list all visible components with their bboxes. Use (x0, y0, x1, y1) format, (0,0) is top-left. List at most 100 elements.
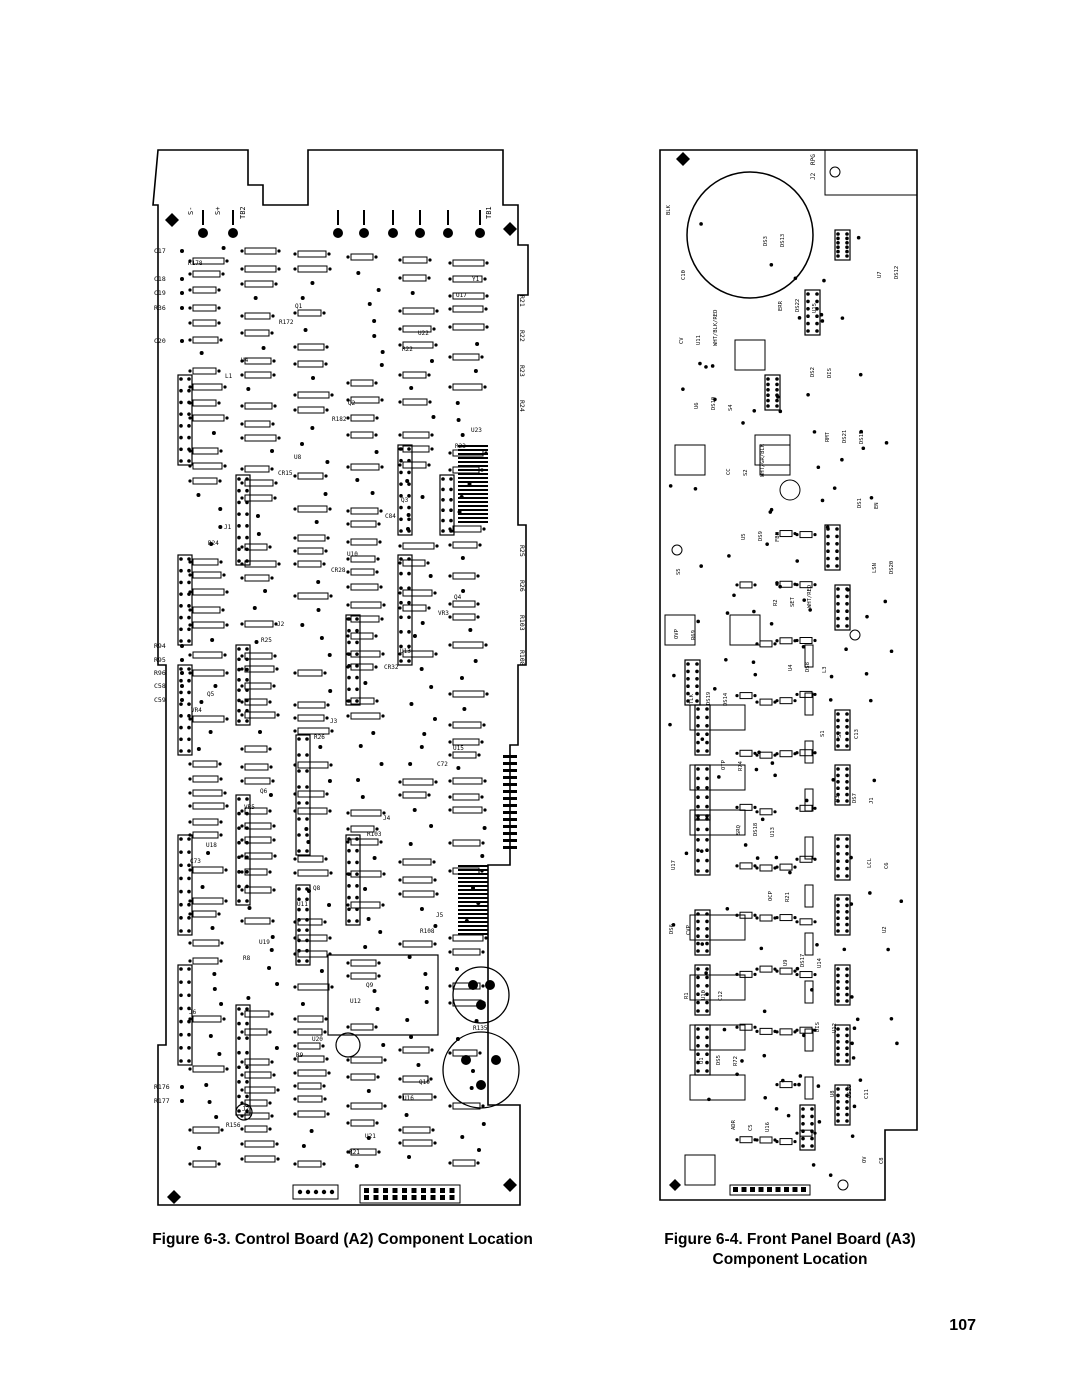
component-outline (297, 343, 325, 351)
solder-pad (273, 854, 277, 858)
solder-pad (325, 408, 329, 412)
figure-caption-control-board: Figure 6-3. Control Board (A2) Component… (152, 1231, 533, 1248)
ic-outline (177, 554, 193, 646)
solder-pad (410, 291, 415, 295)
component-outline (350, 463, 380, 471)
solder-pad (240, 1127, 244, 1131)
ic-pin (237, 1036, 241, 1040)
silkscreen-label: DS10 (711, 397, 717, 410)
solder-pad (257, 730, 262, 734)
ic-pin (705, 715, 709, 720)
ic-pin (836, 744, 840, 748)
solder-pad (798, 1074, 803, 1078)
silkscreen-label: U17 (671, 860, 677, 870)
ic-pin (407, 630, 411, 634)
solder-pad (271, 919, 275, 923)
solder-pad (456, 418, 461, 422)
solder-pad (240, 1012, 244, 1016)
ic-pin (245, 884, 249, 889)
solder-pad (188, 653, 192, 657)
ic-pin (836, 712, 840, 716)
ic-outline (295, 884, 311, 966)
solder-pad (380, 617, 384, 621)
ic-outline (439, 474, 455, 536)
ic-pin (179, 916, 183, 920)
solder-pad (722, 1027, 727, 1032)
solder-pad (462, 707, 467, 711)
solder-pad (816, 465, 821, 470)
silkscreen-label: C20 (154, 337, 166, 345)
solder-pad (314, 520, 319, 524)
solder-pad (240, 282, 244, 286)
ic-pin (297, 948, 301, 953)
silkscreen-label: J6 (189, 1009, 197, 1016)
solder-pad (220, 1128, 224, 1132)
component-outline (244, 763, 269, 771)
solder-pad (225, 671, 229, 675)
solder-pad (240, 1142, 244, 1146)
ic-pin (347, 837, 351, 841)
solder-pad (699, 564, 703, 568)
solder-pad (196, 747, 201, 751)
solder-pad (240, 838, 244, 842)
silkscreen-label: C5 (748, 1124, 754, 1131)
solder-pad (324, 549, 328, 553)
ic-pin (836, 1046, 840, 1050)
solder-pad (180, 291, 184, 295)
component-outline (297, 406, 325, 414)
component-outline (759, 1027, 773, 1035)
ic-pin (826, 556, 830, 561)
pushbutton-switch (729, 614, 761, 646)
solder-pad (375, 1007, 380, 1011)
solder-pad (858, 372, 863, 377)
solder-pad (793, 915, 797, 920)
solder-pad (859, 429, 864, 434)
ic-pin (347, 640, 351, 645)
solder-pad (427, 793, 431, 797)
ic-pin (705, 795, 709, 799)
solder-pad (481, 984, 485, 988)
solder-pad (225, 804, 229, 808)
component-outline (297, 360, 324, 368)
solder-pad (757, 750, 761, 755)
solder-pad (813, 532, 817, 537)
connector-finger (503, 818, 517, 821)
silkscreen-label: U15 (812, 303, 818, 313)
ic-pin (297, 907, 301, 912)
ic-outline (694, 964, 711, 1016)
ic-pin (441, 508, 445, 512)
component-outline (779, 750, 793, 758)
ic-pin (245, 811, 249, 816)
solder-pad (773, 967, 777, 971)
silkscreen-label: U1 (699, 1057, 705, 1064)
ic-pin (305, 833, 309, 837)
solder-pad (433, 924, 438, 928)
silkscreen-label: R172 (279, 319, 294, 326)
component-outline (244, 917, 271, 925)
silkscreen-label: C17 (154, 247, 166, 255)
solder-pad (435, 892, 439, 896)
solder-pad (240, 888, 244, 892)
solder-pad (240, 314, 244, 318)
solder-pad (762, 1053, 767, 1058)
silkscreen-label: U4 (788, 664, 794, 671)
silkscreen-label: CR15 (278, 470, 293, 477)
ic-pin (845, 1112, 849, 1117)
pushbutton-switch (664, 614, 696, 646)
solder-pad (274, 481, 278, 485)
ic-pin (399, 659, 403, 663)
solder-pad (753, 972, 757, 976)
ic-pin (836, 792, 840, 797)
ic-outline (235, 794, 251, 906)
solder-pad (398, 433, 402, 437)
page-number: 107 (949, 1317, 976, 1334)
mounting-hole-icon (837, 1179, 849, 1191)
component-outline (452, 721, 482, 729)
pushbutton-switch (734, 339, 766, 371)
ic-pin (305, 769, 309, 773)
solder-pad (188, 272, 192, 276)
ic-pin (845, 767, 849, 771)
solder-pad (480, 355, 484, 359)
capacitor-c72 (452, 966, 510, 1024)
